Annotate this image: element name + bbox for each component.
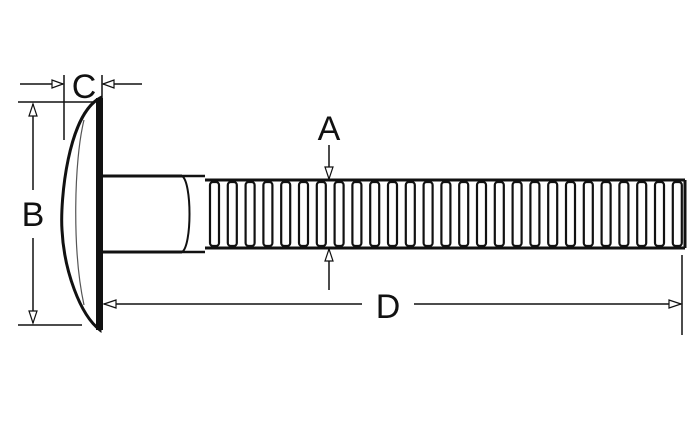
dimension-b: B	[18, 101, 95, 326]
thread-ridge	[458, 180, 470, 248]
dimension-d: D	[102, 255, 683, 335]
thread-ridge	[671, 180, 683, 248]
bolt-head	[60, 95, 103, 334]
thread-ridge	[280, 180, 292, 248]
thread-ridge	[244, 180, 256, 248]
bolt-shank	[103, 174, 205, 254]
thread-ridge	[404, 180, 416, 248]
thread-ridge	[600, 180, 612, 248]
thread-ridge	[564, 180, 577, 248]
thread-ridge	[226, 180, 238, 248]
dimension-c: C	[20, 68, 142, 140]
thread-ridge	[547, 180, 559, 248]
thread-ridge	[529, 180, 541, 248]
thread-ridge	[493, 180, 505, 248]
dimension-d-label: D	[376, 288, 401, 326]
dimension-a-label: A	[318, 110, 341, 148]
thread-ridge	[297, 180, 310, 248]
thread-ridge	[262, 180, 274, 248]
thread-ridge	[386, 180, 399, 248]
thread-ridge	[440, 180, 452, 248]
thread-ridge	[315, 180, 327, 248]
dimension-a: A	[318, 110, 341, 290]
thread-ridge	[351, 180, 363, 248]
thread-ridge	[208, 180, 221, 248]
thread-ridge	[582, 180, 594, 248]
thread-ridge	[475, 180, 488, 248]
thread-ridge	[333, 180, 345, 248]
thread-ridge	[511, 180, 523, 248]
dimension-c-label: C	[72, 68, 97, 106]
thread-ridge	[653, 180, 666, 248]
bolt-thread	[205, 178, 687, 250]
thread-ridge	[636, 180, 648, 248]
dimension-b-label: B	[22, 196, 45, 234]
thread-ridge	[422, 180, 434, 248]
thread-ridge	[618, 180, 630, 248]
thread-ridge	[369, 180, 381, 248]
